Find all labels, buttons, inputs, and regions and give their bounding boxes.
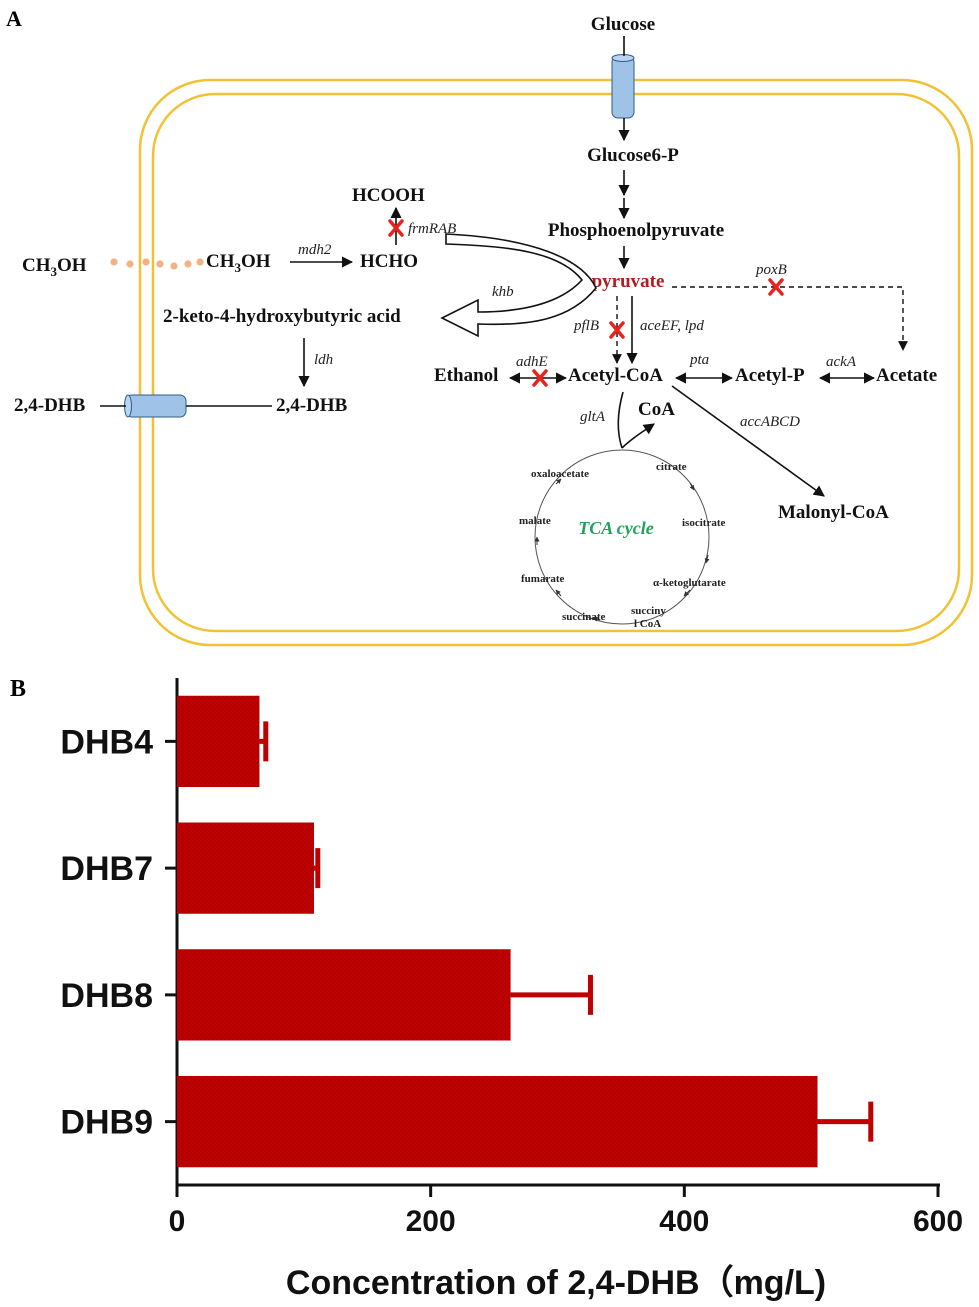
acetate-label: Acetate — [876, 365, 937, 386]
tca-citrate: citrate — [656, 461, 687, 473]
glucose-transporter — [611, 55, 635, 119]
gene-khb: khb — [492, 284, 514, 300]
gene-aceef-lpd: aceEF, lpd — [640, 318, 704, 334]
panel-b-label: B — [10, 676, 26, 702]
bar-dhb9 — [177, 1075, 818, 1168]
methanol-outside-label: CH3OH — [22, 255, 87, 279]
cell-membrane-inner — [151, 92, 961, 633]
gene-mdh2: mdh2 — [298, 242, 332, 258]
gene-adhe: adhE — [516, 354, 548, 370]
cell-membrane-outer — [138, 78, 974, 647]
panel-a-label: A — [6, 6, 22, 31]
hcho-label: HCHO — [360, 251, 418, 272]
tca-oxaloacetate: oxaloacetate — [531, 468, 589, 480]
x-axis-title: Concentration of 2,4-DHB（mg/L) — [286, 1263, 826, 1302]
gene-ldh: ldh — [314, 352, 333, 368]
y-tick-label-dhb9: DHB9 — [60, 1104, 153, 1142]
bar-dhb7 — [177, 822, 314, 914]
gene-frmrab: frmRAB — [408, 221, 456, 237]
x-tick-label: 0 — [169, 1205, 186, 1238]
tca-succinyl-1: succiny — [631, 605, 666, 617]
tca-akg: α-ketoglutarate — [653, 577, 726, 589]
x-tick-label: 600 — [913, 1205, 963, 1238]
methanol-diffusion-dots — [110, 258, 204, 270]
y-tick-label-dhb8: DHB8 — [60, 977, 153, 1015]
gene-poxb: poxB — [755, 262, 787, 278]
pyruvate-label: pyruvate — [592, 271, 665, 292]
methanol-inside-label: CH3OH — [206, 251, 271, 275]
gene-acka: ackA — [826, 354, 857, 370]
glucose6p-label: Glucose6-P — [587, 145, 679, 166]
dhb-inside-label: 2,4-DHB — [276, 395, 348, 416]
bar-dhb8 — [177, 949, 511, 1041]
pep-label: Phosphoenolpyruvate — [548, 220, 724, 241]
acetyl-p-label: Acetyl-P — [735, 365, 805, 386]
gene-pta: pta — [689, 352, 709, 368]
tca-succinyl-2: l CoA — [634, 618, 661, 630]
tca-malate: malate — [519, 515, 551, 527]
glucose-label: Glucose — [591, 14, 655, 35]
y-tick-label-dhb4: DHB4 — [60, 723, 153, 761]
dhb-transporter — [125, 394, 187, 418]
keto-acid-label: 2-keto-4-hydroxybutyric acid — [163, 306, 401, 327]
khb-condensation-arrow — [440, 233, 597, 338]
dhb-outside-label: 2,4-DHB — [14, 395, 86, 416]
ethanol-label: Ethanol — [434, 365, 498, 386]
tca-title: TCA cycle — [578, 518, 653, 538]
gene-accabcd: accABCD — [740, 414, 800, 430]
tca-succinate: succinate — [562, 611, 606, 623]
gene-glta: gltA — [580, 409, 606, 425]
coa-label: CoA — [638, 399, 675, 420]
malonyl-coa-label: Malonyl-CoA — [778, 502, 889, 523]
acetyl-coa-label: Acetyl-CoA — [568, 365, 663, 386]
tca-fumarate: fumarate — [521, 573, 564, 585]
x-tick-label: 400 — [659, 1205, 709, 1238]
bar-chart: Concentration of 2,4-DHB（mg/L) DHB4DHB7D… — [60, 678, 963, 1302]
y-tick-label-dhb7: DHB7 — [60, 850, 153, 888]
gene-pflb: pflB — [573, 318, 599, 334]
x-tick-label: 200 — [406, 1205, 456, 1238]
hcooh-label: HCOOH — [352, 185, 425, 206]
bar-dhb4 — [177, 695, 260, 788]
tca-isocitrate: isocitrate — [682, 517, 725, 529]
